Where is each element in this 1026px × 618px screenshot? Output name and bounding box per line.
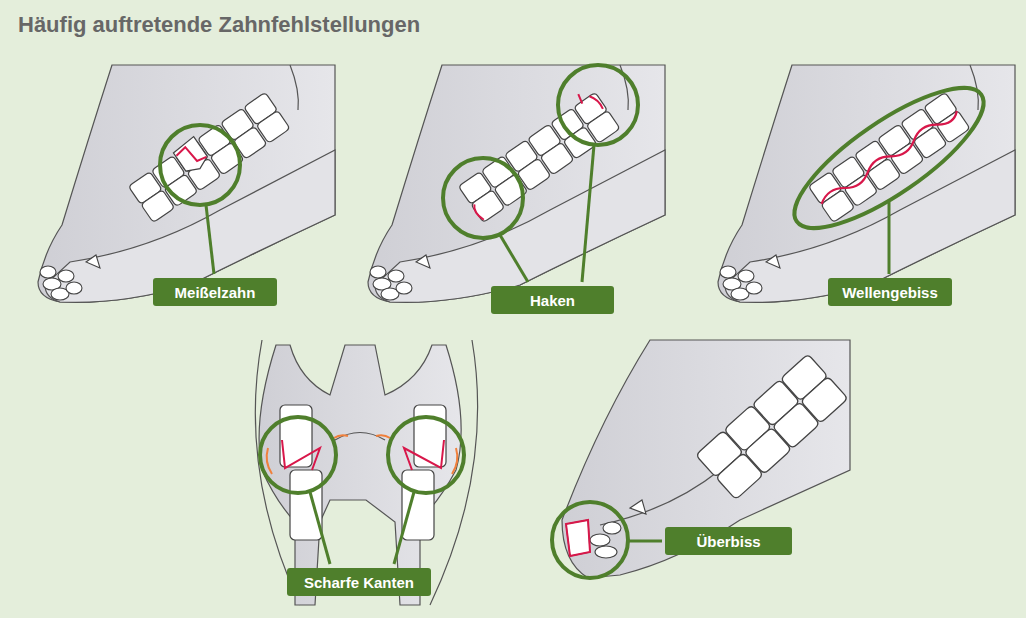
label-text: Überbiss xyxy=(696,533,760,550)
label-text: Haken xyxy=(530,292,575,309)
label-text: Meißelzahn xyxy=(175,284,256,301)
label-text: Wellengebiss xyxy=(842,284,938,301)
label-box: Scharfe Kanten xyxy=(287,568,431,596)
label-box: Meißelzahn xyxy=(153,278,277,306)
label-box: Überbiss xyxy=(665,527,792,555)
diagram-title: Häufig auftretende Zahnfehlstellungen xyxy=(18,12,420,38)
label-box: Wellengebiss xyxy=(828,278,952,306)
label-text: Scharfe Kanten xyxy=(304,574,414,591)
label-box: Haken xyxy=(491,286,614,314)
